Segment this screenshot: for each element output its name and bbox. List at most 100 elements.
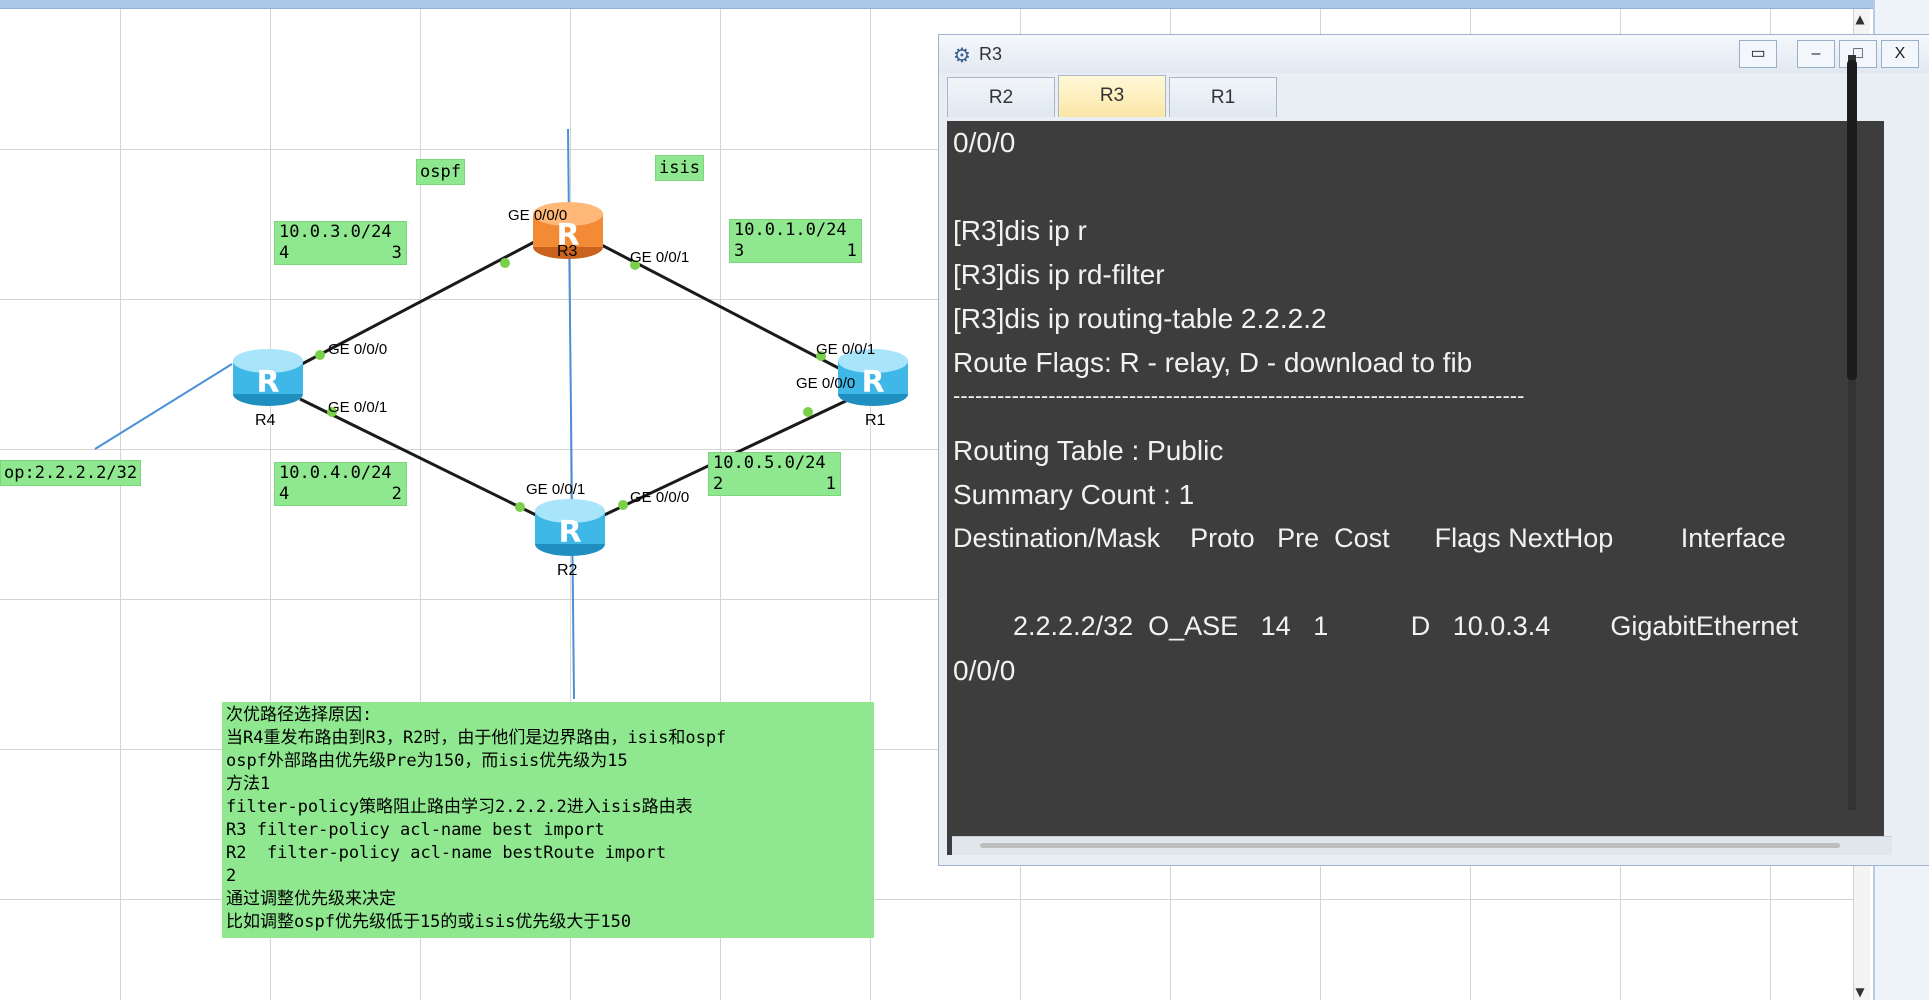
maximize-button[interactable]: □	[1839, 40, 1877, 68]
router-r3-icon: R	[533, 202, 603, 259]
tab-r2[interactable]: R2	[947, 77, 1055, 117]
router-r3-glyph: R	[556, 218, 579, 253]
isis-area-tag[interactable]: isis	[655, 155, 704, 181]
horizontal-scroll-thumb[interactable]	[980, 843, 1840, 848]
terminal-horizontal-scrollbar[interactable]	[952, 836, 1892, 855]
console-titlebar[interactable]: ⚙ R3 ▭ – □ X	[939, 35, 1929, 73]
console-title: R3	[979, 44, 1003, 64]
note-line: filter-policy策略阻止路由学习2.2.2.2进入isis路由表	[226, 797, 693, 817]
router-r3-label[interactable]: R3	[557, 243, 578, 260]
port-dot	[500, 258, 510, 268]
link-cost-right: 1	[846, 241, 857, 261]
port-label-r2-ge000: GE 0/0/0	[630, 489, 690, 506]
router-r2-glyph: R	[558, 515, 581, 550]
link-net: 10.0.1.0/24	[734, 220, 847, 240]
port-dot	[327, 407, 337, 417]
note-line: 当R4重发布路由到R3，R2时，由于他们是边界路由，isis和ospf	[226, 728, 727, 748]
terminal-separator: ----------------------------------------…	[953, 383, 1525, 408]
spacer	[723, 474, 825, 494]
tab-r1[interactable]: R1	[1169, 77, 1277, 117]
port-dot	[803, 407, 813, 417]
port-label-r3-ge000: GE 0/0/0	[508, 207, 568, 224]
link-cost-left: 2	[713, 474, 724, 494]
link-cost-row: 2 1	[713, 474, 836, 495]
link-cost-right: 1	[825, 474, 836, 494]
port-dot	[816, 351, 826, 361]
link-net: 10.0.4.0/24	[279, 463, 392, 483]
port-dot	[315, 350, 325, 360]
spacer	[744, 241, 846, 261]
link-cost-right: 2	[391, 484, 402, 504]
router-r4-label[interactable]: R4	[255, 412, 276, 429]
note-line: 通过调整优先级来决定	[226, 889, 396, 909]
terminal-line: [R3]dis ip routing-table 2.2.2.2	[953, 303, 1327, 334]
terminal-line: 0/0/0	[953, 127, 1016, 158]
close-button[interactable]: X	[1881, 40, 1919, 68]
note-line: R3 filter-policy acl-name best import	[226, 820, 605, 840]
note-line: 2	[226, 866, 237, 886]
top-title-strip	[0, 0, 1929, 9]
terminal-line: 0/0/0	[953, 655, 1016, 686]
router-r4-glyph: R	[256, 365, 279, 400]
terminal-route-row: 2.2.2.2/32 O_ASE 14 1 D 10.0.3.4 Gigabit…	[953, 611, 1798, 641]
port-label-r3-ge001: GE 0/0/1	[630, 249, 690, 266]
topology-diagram: R R R R	[94, 128, 908, 700]
note-line: 比如调整ospf优先级低于15的或isis优先级大于150	[226, 912, 632, 932]
terminal-line: [R3]dis ip r	[953, 215, 1087, 246]
link-r4-r3	[299, 237, 541, 367]
note-line: R2 filter-policy acl-name bestRoute impo…	[226, 843, 667, 863]
terminal-line: Summary Count : 1	[953, 479, 1195, 510]
link-cost-right: 3	[391, 243, 402, 263]
loopback-line	[94, 363, 233, 450]
terminal-table-header: Destination/Mask Proto Pre Cost Flags Ne…	[953, 523, 1786, 553]
scroll-up-arrow-icon[interactable]: ▲	[1855, 12, 1865, 26]
scroll-down-arrow-icon[interactable]: ▼	[1855, 985, 1865, 999]
link-cost-left: 3	[734, 241, 745, 261]
terminal-line: Route Flags: R - relay, D - download to …	[953, 347, 1473, 378]
port-label-r4-ge000: GE 0/0/0	[328, 341, 388, 358]
port-dot	[515, 502, 525, 512]
router-r2-icon: R	[535, 499, 605, 556]
link-r4-r2	[299, 397, 541, 519]
port-label-r2-ge001: GE 0/0/1	[526, 481, 586, 498]
port-label-r1-ge001: GE 0/0/1	[816, 341, 876, 358]
explanation-note[interactable]: 次优路径选择原因: 当R4重发布路由到R3，R2时，由于他们是边界路由，isis…	[222, 702, 874, 938]
tab-r3[interactable]: R3	[1058, 75, 1166, 117]
link-cost-row: 4 3	[279, 243, 402, 264]
port-label-r4-ge001: GE 0/0/1	[328, 399, 388, 416]
link-cost-row: 4 2	[279, 484, 402, 505]
console-window[interactable]: ⚙ R3 ▭ – □ X R2 R3 R1 0/0/0 [R3]dis ip r…	[938, 34, 1929, 866]
restore-button[interactable]: ▭	[1739, 40, 1777, 68]
spacer	[289, 484, 391, 504]
router-r2-label[interactable]: R2	[557, 562, 578, 579]
note-line: 次优路径选择原因:	[226, 705, 373, 725]
link-net: 10.0.5.0/24	[713, 453, 826, 473]
link-cost-left: 4	[279, 243, 290, 263]
router-r1-icon: R	[838, 349, 908, 406]
note-line: 方法1	[226, 774, 271, 794]
port-label-r1-ge000: GE 0/0/0	[796, 375, 856, 392]
terminal-scroll-thumb[interactable]	[1847, 60, 1857, 380]
router-r1-glyph: R	[861, 365, 884, 400]
note-line: ospf外部路由优先级Pre为150，而isis优先级为15	[226, 751, 628, 771]
link-cost-row: 3 1	[734, 241, 857, 262]
terminal-line: Routing Table : Public	[953, 435, 1224, 466]
minimize-button[interactable]: –	[1797, 40, 1835, 68]
port-dot	[630, 260, 640, 270]
router-r1-label[interactable]: R1	[865, 412, 886, 429]
router-r4-icon: R	[233, 349, 303, 406]
port-dot	[618, 500, 628, 510]
ospf-area-tag[interactable]: ospf	[416, 159, 465, 185]
terminal-output[interactable]: 0/0/0 [R3]dis ip r [R3]dis ip rd-filter …	[947, 121, 1884, 855]
network-icon: ⚙	[953, 43, 971, 67]
loopback-tag[interactable]: op:2.2.2.2/32	[0, 460, 142, 486]
link-cost-left: 4	[279, 484, 290, 504]
terminal-line: [R3]dis ip rd-filter	[953, 259, 1165, 290]
terminal-scroll-track[interactable]	[1848, 55, 1856, 810]
link-net: 10.0.3.0/24	[279, 222, 392, 242]
spacer	[289, 243, 391, 263]
